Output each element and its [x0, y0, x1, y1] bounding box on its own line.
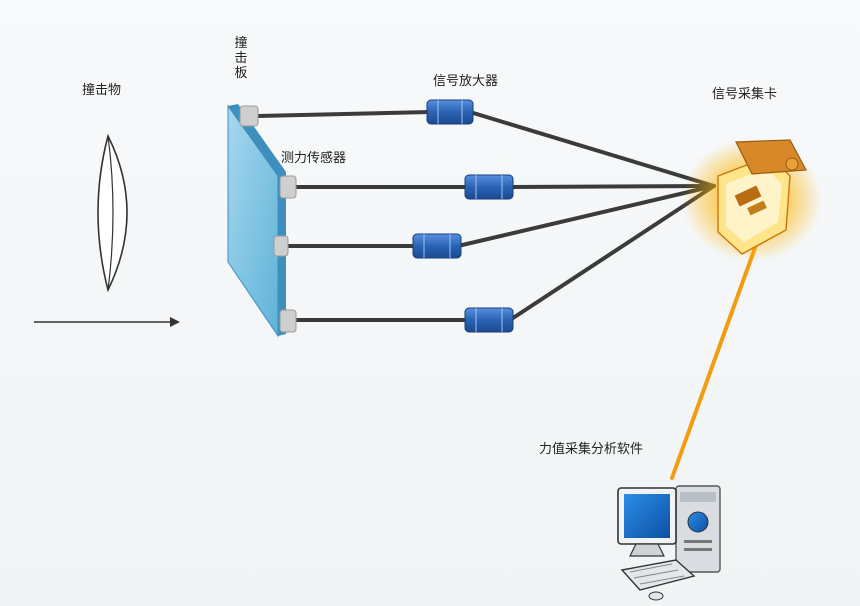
cable-4b — [508, 184, 716, 322]
acquisition-card-icon — [682, 138, 822, 262]
card-to-computer-line — [670, 232, 762, 480]
impactor-lens-icon — [97, 133, 128, 293]
signal-cables — [256, 110, 716, 322]
amplifier-1 — [426, 99, 474, 125]
force-sensors — [239, 105, 297, 333]
force-analysis-software-label: 力值采集分析软件 — [539, 442, 644, 457]
impact-plate — [227, 104, 286, 338]
cable-2b — [508, 184, 716, 189]
cable-1b — [468, 110, 716, 188]
amplifier-4 — [464, 307, 514, 333]
force-sensor-1 — [239, 105, 259, 127]
force-sensor-4 — [279, 309, 297, 333]
amplifier-2 — [464, 174, 514, 200]
signal-amplifiers — [412, 99, 514, 333]
computer-icon — [617, 485, 721, 601]
impactor-label: 撞击物 — [82, 83, 122, 98]
motion-arrow — [34, 317, 180, 327]
impact-plate-label: 撞击板 — [234, 36, 248, 81]
amplifier-3 — [412, 233, 462, 259]
signal-amplifier-label: 信号放大器 — [433, 74, 499, 89]
force-sensor-2 — [279, 175, 297, 199]
force-sensor-label: 测力传感器 — [281, 151, 347, 166]
cable-1a — [256, 110, 432, 118]
cable-3b — [456, 184, 716, 248]
signal-acquisition-card-label: 信号采集卡 — [712, 87, 778, 102]
force-sensor-3 — [273, 235, 289, 257]
